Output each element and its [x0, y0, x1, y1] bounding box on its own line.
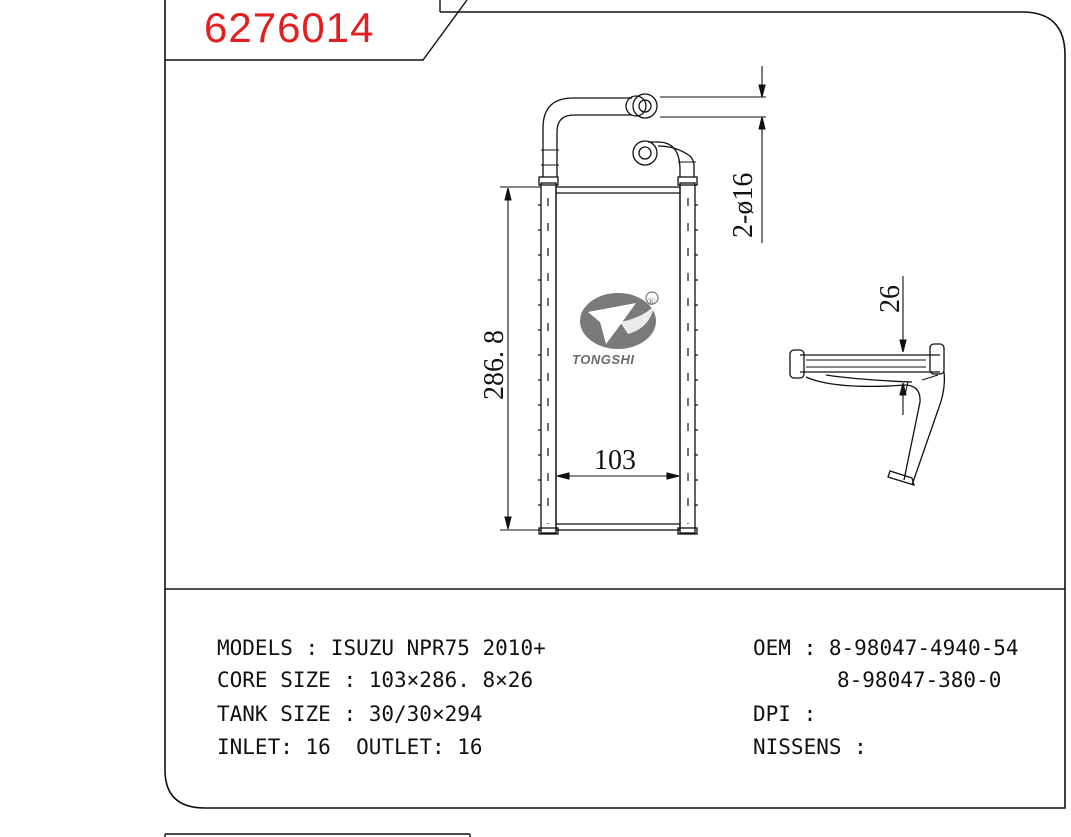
dpi-label: DPI: [753, 702, 791, 726]
side-tank-right: [929, 343, 945, 375]
depth-dimension-label: 26: [875, 285, 906, 313]
title-tab: [165, 0, 468, 61]
right-tank: [679, 182, 696, 534]
outlet-pipe-end-outer: [632, 140, 658, 166]
tank-size-row: TANK SIZE : 30/30×294: [217, 702, 483, 726]
registered-mark: ®: [647, 296, 656, 308]
part-number: 6276014: [204, 4, 375, 51]
left-tank-cap-bottom: [538, 527, 559, 535]
inlet-label: INLET:: [217, 735, 293, 759]
outlet-pipe-end-inner: [638, 146, 652, 160]
pipe-diameter-label: 2-ø16: [728, 172, 759, 238]
right-tank-cap-bottom: [677, 527, 698, 535]
outlet-label: OUTLET:: [356, 735, 445, 759]
left-tank: [540, 182, 557, 534]
tongshi-swirl-logo-icon: [580, 291, 659, 349]
outlet-pipe: [648, 141, 695, 177]
pipe-diameter-dimension: [660, 66, 766, 243]
oem-value-1: 8-98047-4940-54: [828, 636, 1019, 660]
inlet-outlet-row: INLET: 16 OUTLET: 16: [217, 732, 483, 762]
tank-size-value: 30/30×294: [368, 702, 483, 726]
core-size-row: CORE SIZE : 103×286. 8×26: [217, 668, 534, 692]
height-dimension-label: 286. 8: [479, 330, 510, 400]
heater-core-side-view: [789, 343, 946, 486]
inlet-pipe-end-inner: [638, 99, 652, 113]
width-dimension-label: 103: [594, 445, 636, 476]
side-pipe: [805, 371, 946, 486]
inlet-pipe: [542, 97, 632, 177]
heater-core-front-view: [538, 93, 698, 535]
sheet-frame: [164, 0, 1066, 809]
left-tank-cap-top: [538, 176, 559, 186]
right-tank-cap-top: [677, 176, 698, 186]
nissens-row: NISSENS :: [753, 735, 880, 759]
models-row: MODELS : ISUZU NPR75 2010+: [217, 636, 546, 660]
tank-size-label: TANK SIZE: [217, 702, 331, 726]
inlet-pipe-end-collar: [625, 95, 647, 117]
models-label: MODELS: [217, 636, 293, 660]
core-size-label: CORE SIZE: [217, 668, 331, 692]
height-dimension: [500, 186, 541, 531]
oem-value-2: 8-98047-380-0: [837, 668, 1002, 692]
inlet-value: 16: [305, 735, 331, 759]
oem-row: OEM : 8-98047-4940-54: [753, 636, 1019, 660]
outlet-value: 16: [457, 735, 483, 759]
models-value: ISUZU NPR75 2010+: [330, 636, 546, 660]
brand-name: TONGSHI: [572, 352, 635, 367]
dpi-row: DPI :: [753, 702, 829, 726]
nissens-label: NISSENS: [753, 735, 842, 759]
inlet-pipe-end-outer: [632, 93, 658, 119]
core-size-value: 103×286. 8×26: [368, 668, 534, 692]
oem-label: OEM: [753, 636, 791, 660]
side-tank-left: [789, 349, 805, 379]
width-dimension: [556, 472, 680, 480]
tank-tick-marks: [538, 198, 698, 524]
depth-dimension: [899, 276, 907, 415]
